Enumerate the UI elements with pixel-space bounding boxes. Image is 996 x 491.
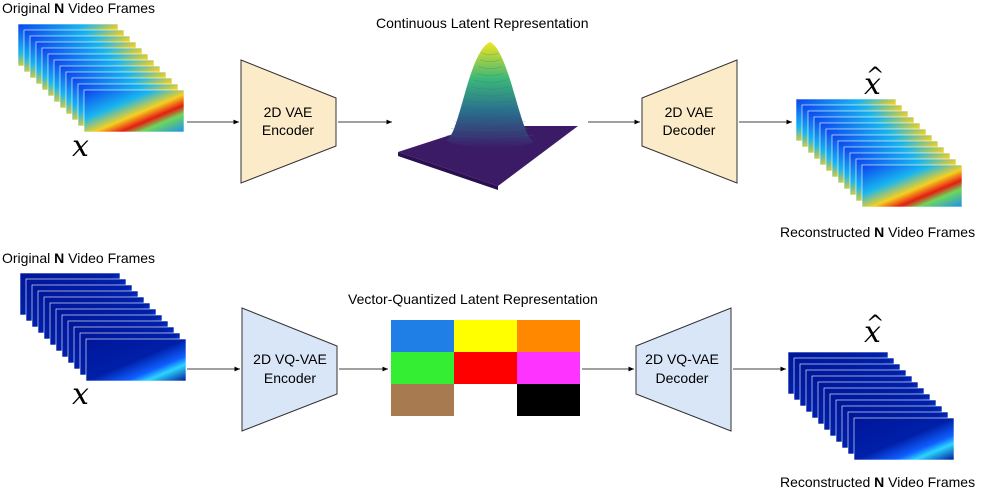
- bottom-input-frame-stack: [19, 272, 187, 382]
- bottom-output-hat: ^: [866, 312, 885, 337]
- codebook-cell: [391, 352, 454, 384]
- bottom-encoder-line1: 2D VQ-VAE: [253, 351, 327, 367]
- surface-contour-line: [465, 100, 515, 104]
- top-decoder-block: 2D VAE Decoder: [641, 59, 738, 184]
- top-output-var: x: [864, 67, 881, 102]
- codebook-cell: [454, 320, 517, 352]
- bottom-encoder-block: 2D VQ-VAE Encoder: [241, 307, 338, 432]
- bottom-output-var: x: [864, 315, 881, 350]
- surface-contour-line: [478, 66, 502, 69]
- surface-contour-line: [458, 114, 522, 117]
- top-output-hat: ^: [866, 64, 885, 89]
- codebook-cell: [517, 320, 580, 352]
- top-input-frame-stack: [17, 23, 185, 133]
- codebook-grid: [391, 320, 580, 416]
- bottom-encoder-line2: Encoder: [264, 370, 316, 386]
- top-encoder-line1: 2D VAE: [264, 104, 313, 120]
- surface-contour-line: [462, 107, 518, 111]
- surface-contour-line: [480, 59, 500, 63]
- top-encoder-line2: Encoder: [262, 122, 314, 138]
- video-frame: [83, 89, 185, 133]
- top-input-label: Original N Video Frames: [2, 0, 156, 16]
- top-latent-title: Continuous Latent Representation: [376, 15, 589, 31]
- codebook-cell: [517, 384, 580, 416]
- bottom-decoder-line1: 2D VQ-VAE: [645, 351, 719, 367]
- surface-contour-line: [446, 134, 534, 138]
- bottom-input-var: x: [72, 377, 89, 412]
- surface-contour-line: [468, 93, 512, 97]
- surface-contour-line: [471, 86, 509, 90]
- continuous-latent-surface: [398, 42, 578, 190]
- surface-contour-line: [474, 79, 506, 83]
- codebook-cell: [391, 320, 454, 352]
- bottom-output-frame-stack: [787, 351, 955, 461]
- surface-contour-line: [454, 121, 526, 124]
- surface-contour-line: [481, 52, 499, 56]
- top-decoder-line2: Decoder: [663, 122, 716, 138]
- bottom-decoder-line2: Decoder: [656, 370, 709, 386]
- codebook-cell: [454, 384, 517, 416]
- video-frame: [853, 417, 955, 461]
- video-frame: [85, 338, 187, 382]
- bottom-latent-title: Vector-Quantized Latent Representation: [348, 291, 598, 307]
- surface-contour-line: [450, 127, 530, 131]
- bottom-output-label: Reconstructed N Video Frames: [780, 474, 976, 490]
- top-encoder-block: 2D VAE Encoder: [240, 59, 337, 184]
- top-decoder-line1: 2D VAE: [665, 104, 714, 120]
- bottom-input-label: Original N Video Frames: [2, 250, 156, 266]
- top-output-label: Reconstructed N Video Frames: [780, 224, 976, 240]
- top-input-var: x: [72, 129, 89, 164]
- codebook-cell: [391, 384, 454, 416]
- codebook-cell: [517, 352, 580, 384]
- bottom-decoder-block: 2D VQ-VAE Decoder: [635, 307, 732, 432]
- top-output-frame-stack: [795, 98, 963, 208]
- codebook-cell: [454, 352, 517, 384]
- video-frame: [861, 164, 963, 208]
- surface-contour-line: [476, 73, 504, 76]
